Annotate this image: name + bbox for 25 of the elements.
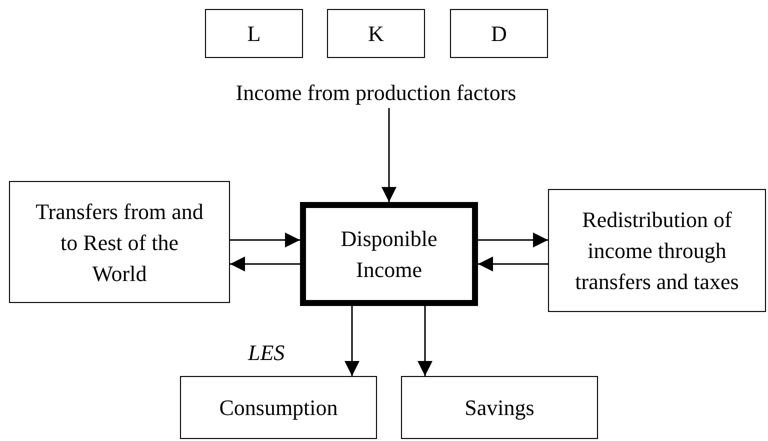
arrow [230,256,300,272]
factor-box [327,9,425,58]
factor-box [205,9,303,58]
box-text: Redistribution of income through transfers and taxes [574,206,740,296]
flow-label: Income from production factors [236,78,516,107]
arrow [382,108,396,202]
box-text: Consumption [219,394,338,422]
factor-box [450,9,548,58]
arrow [478,256,548,272]
method-label: LES [248,340,285,366]
arrow [344,306,360,376]
process-box [9,181,230,303]
box-text: D [491,20,507,48]
process-box [401,376,598,439]
box-text: Savings [464,394,534,422]
box-text: Transfers from and to Rest of the World [34,198,204,288]
central-box [300,202,478,306]
process-box [548,189,766,312]
process-box [180,376,377,439]
box-text: L [247,20,261,48]
arrow [478,232,548,248]
arrow [230,232,300,248]
arrow [418,306,432,376]
box-text: Disponible Income [340,225,438,284]
box-text: K [368,20,384,48]
